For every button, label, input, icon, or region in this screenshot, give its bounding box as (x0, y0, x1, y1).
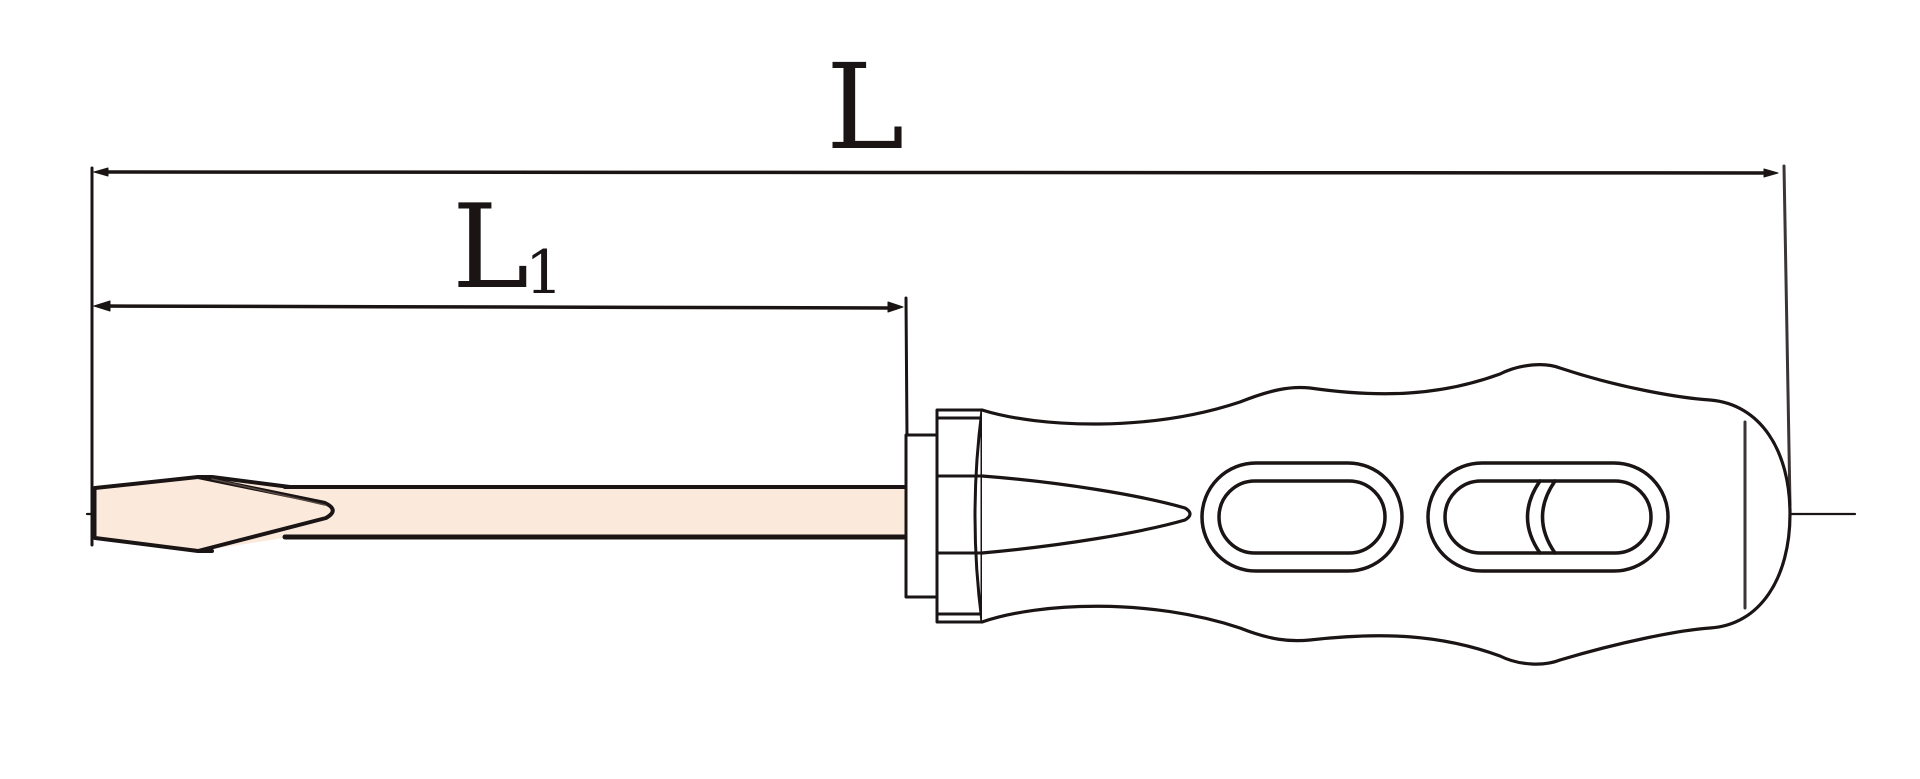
blade-length-symbol: L (452, 180, 530, 315)
grip-recess-1 (1200, 461, 1404, 573)
blade-length-label: L1 (452, 190, 563, 306)
overall-length-label: L (826, 48, 904, 166)
blade-shaft (93, 475, 909, 553)
ferrule (904, 408, 984, 624)
blade-length-dimension (93, 296, 909, 439)
overall-length-dimension (90, 164, 1792, 547)
grip-recess-2 (1426, 461, 1670, 573)
overall-length-symbol: L (826, 38, 905, 176)
blade-length-subscript: 1 (525, 238, 564, 308)
